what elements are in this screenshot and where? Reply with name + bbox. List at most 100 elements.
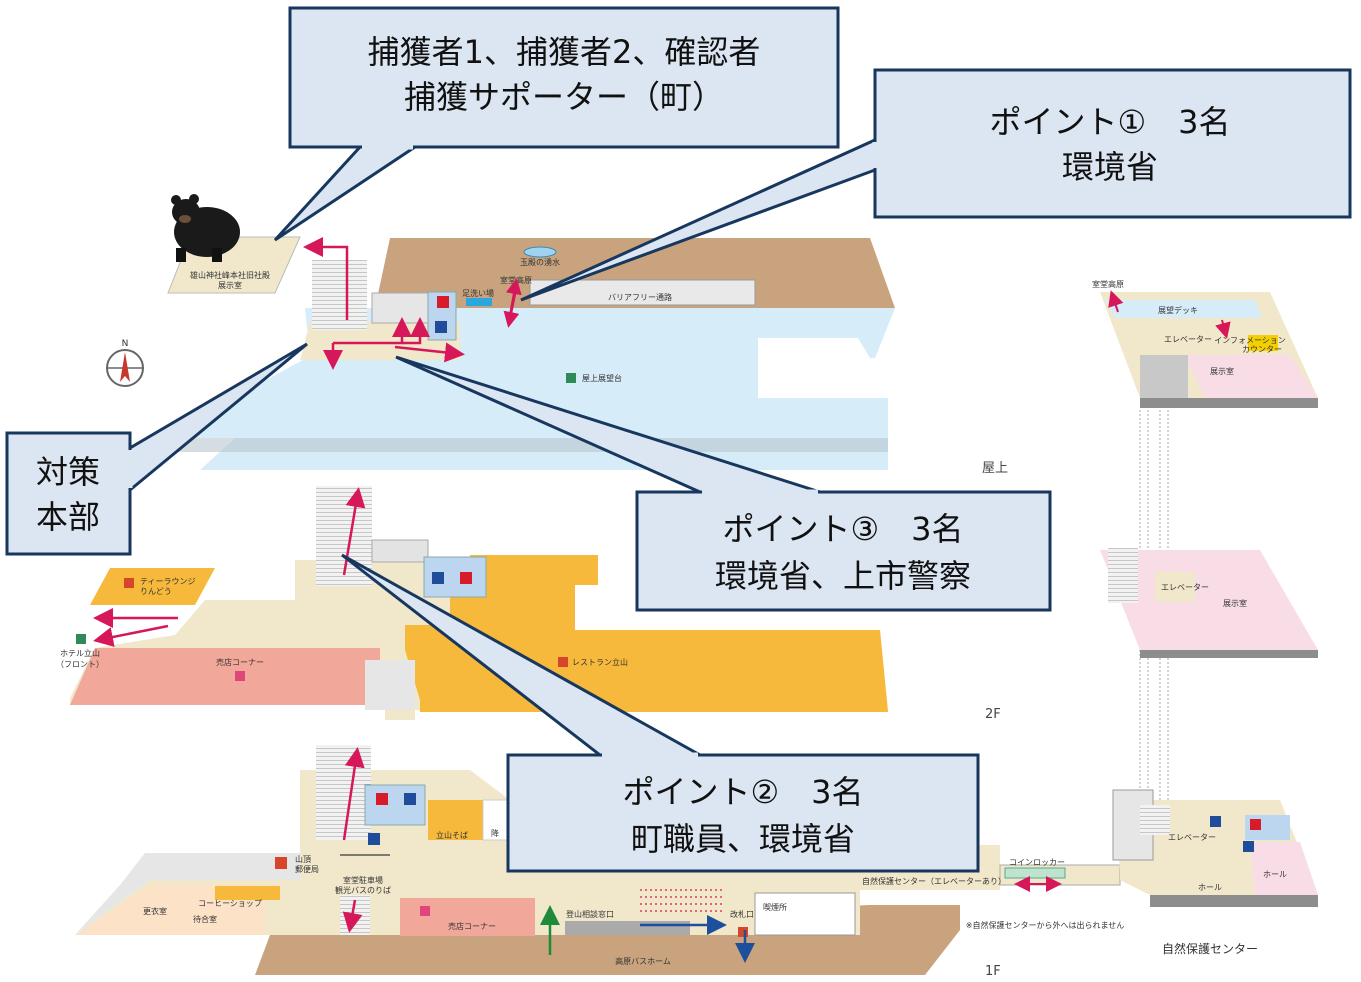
1f-soba-neighbor bbox=[482, 799, 509, 841]
1f-consult-window bbox=[565, 921, 690, 935]
rooftop-terrace bbox=[375, 238, 895, 308]
annex-top-exhibit bbox=[1185, 355, 1318, 398]
annex-top-arrow-2 bbox=[1215, 319, 1231, 339]
observation-label: 屋上展望台 bbox=[582, 373, 622, 383]
coin-locker-label: コインロッカー bbox=[1009, 858, 1065, 867]
callout-hq: 対策 本部 bbox=[5, 342, 308, 556]
nature-center-elev-label: 自然保護センター（エレベーターあり） bbox=[862, 876, 1006, 886]
callout-point3: ポイント③ 3名 環境省、上市警察 bbox=[395, 355, 1052, 612]
callout-point1-line1: ポイント① 3名 bbox=[989, 103, 1230, 141]
2f-shop-corner bbox=[70, 648, 380, 705]
note-label: ※自然保護センターから外へは出られません bbox=[966, 920, 1124, 930]
1f-shop-icon bbox=[420, 906, 430, 916]
rooftop-stairs bbox=[312, 260, 367, 330]
callout-point2-box bbox=[506, 753, 980, 873]
post-label-2: 郵便局 bbox=[295, 864, 319, 874]
callout-capture-team-line2: 捕獲サポーター（町） bbox=[404, 78, 724, 116]
coin-locker bbox=[1004, 867, 1066, 879]
annex-2f-stairs bbox=[1108, 548, 1138, 603]
restaurant-label: レストラン立山 bbox=[572, 657, 628, 667]
tea-lounge-label-1: ティーラウンジ bbox=[140, 577, 196, 586]
tea-lounge-label-2: りんどう bbox=[140, 587, 172, 596]
gate-label: 改札口 bbox=[730, 909, 754, 919]
2f-hotel-icon bbox=[76, 634, 86, 644]
callout-hq-line1: 対策 bbox=[36, 453, 100, 491]
annex-1f-elevator-label: エレベーター bbox=[1168, 833, 1216, 842]
1f-left-building bbox=[75, 853, 300, 935]
2f-route-arrow-2 bbox=[93, 624, 169, 647]
2f-route-arrow-3 bbox=[342, 487, 366, 576]
1f-women-toilet-icon bbox=[376, 793, 388, 805]
footbath-blue bbox=[466, 298, 492, 306]
barrier-free-label: バリアフリー通路 bbox=[608, 292, 672, 302]
rooftop-route-arrow-4 bbox=[402, 317, 430, 345]
rooftop-floor: 雄山神社峰本社旧社殿 展示室 玉殿の湧水 室堂高原 足洗い場 バリアフリー通路 … bbox=[160, 236, 1008, 476]
1f-stairs-upper bbox=[316, 745, 371, 840]
2f-tea-icon bbox=[124, 578, 134, 588]
annex-2f-elevator-label: エレベーター bbox=[1161, 583, 1209, 592]
callout-point2-line1: ポイント② 3名 bbox=[622, 773, 863, 811]
annex-top-deck bbox=[1105, 300, 1262, 318]
1f-gate-icon bbox=[738, 927, 748, 937]
annex-info-label-1: インフォメーション bbox=[1214, 336, 1286, 345]
annex-top-grey bbox=[1140, 355, 1188, 398]
annex-men-icon bbox=[1243, 841, 1254, 852]
shrine-label-1: 雄山神社峰本社旧社殿 bbox=[190, 270, 270, 280]
annex-top-base bbox=[1140, 398, 1318, 408]
rooftop-men-toilet-icon bbox=[435, 321, 447, 333]
2f-grey-room bbox=[371, 539, 429, 563]
annex-women-icon bbox=[1250, 819, 1261, 830]
2f-men-toilet-icon bbox=[432, 572, 444, 584]
annex-building: 室堂高原 展望デッキ エレベーター インフォメーション カウンター 展示室 エレ… bbox=[1092, 279, 1318, 956]
annex-1f-hall2 bbox=[1250, 842, 1318, 895]
annex-1f-stairs bbox=[1140, 805, 1170, 835]
post-label-1: 山頂 bbox=[295, 854, 311, 864]
hotel-label-2: （フロント） bbox=[56, 660, 104, 669]
1f-stair-arrow bbox=[342, 747, 365, 841]
1f-shop-label: 売店コーナー bbox=[448, 921, 496, 931]
annex-info-label-2: カウンター bbox=[1242, 345, 1282, 354]
callout-point2-line2: 町職員、環境省 bbox=[631, 820, 855, 858]
rooftop-route-arrow-5 bbox=[394, 342, 465, 363]
2f-grey-block bbox=[365, 660, 415, 710]
callout-point1-box bbox=[873, 68, 1352, 219]
callout-capture-team-tail bbox=[273, 145, 420, 242]
1f-queue-dots bbox=[640, 889, 725, 912]
callout-point2: ポイント② 3名 町職員、環境省 bbox=[341, 553, 980, 873]
annex-deck-label: 展望デッキ bbox=[1158, 305, 1198, 315]
observation-deck-icon bbox=[566, 373, 576, 383]
bear-illustration bbox=[171, 194, 240, 262]
callout-point1: ポイント① 3名 環境省 bbox=[520, 68, 1352, 302]
2f-tea-lounge bbox=[90, 568, 215, 605]
nature-center-label: 自然保護センター bbox=[1162, 941, 1258, 956]
annex-1f-base bbox=[1150, 895, 1318, 907]
annex-hall1-label: ホール bbox=[1198, 883, 1222, 892]
consult-label: 登山相談窓口 bbox=[566, 909, 614, 919]
hotel-label-1: ホテル立山 bbox=[60, 648, 100, 658]
callout-point3-line2: 環境省、上市警察 bbox=[715, 557, 971, 595]
callout-capture-team-line1: 捕獲者1、捕獲者2、確認者 bbox=[368, 33, 761, 71]
floor-label-1f: 1F bbox=[985, 964, 1001, 979]
compass: N bbox=[106, 339, 144, 387]
annex-hall2-label: ホール bbox=[1263, 870, 1287, 879]
annex-top-arrow-1 bbox=[1108, 290, 1124, 313]
soba-label: 立山そば bbox=[436, 830, 468, 840]
2f-shop-icon bbox=[235, 671, 245, 681]
2f-shop-label: 売店コーナー bbox=[216, 657, 264, 667]
bus-label-1: 室堂駐車場 bbox=[343, 875, 383, 885]
rooftop-route-arrow-6b bbox=[503, 289, 520, 328]
changing-room-label: 更衣室 bbox=[143, 906, 167, 916]
1f-smoking-room bbox=[754, 892, 856, 936]
2f-women-toilet-icon bbox=[460, 572, 472, 584]
rooftop-grey-block bbox=[371, 292, 433, 324]
1f-coffee-shop bbox=[215, 886, 280, 900]
bus-home-label: 高原バスホーム bbox=[615, 956, 671, 966]
annex-info-counter bbox=[1248, 335, 1278, 351]
callout-point1-line2: 環境省 bbox=[1062, 148, 1158, 186]
annex-2f-base bbox=[1140, 650, 1318, 658]
annex-elevator-label: エレベーター bbox=[1164, 335, 1212, 344]
floor-label-rooftop: 屋上 bbox=[982, 461, 1008, 476]
1f-stair-arrow-down bbox=[342, 899, 363, 933]
callout-point3-box bbox=[635, 490, 1052, 612]
